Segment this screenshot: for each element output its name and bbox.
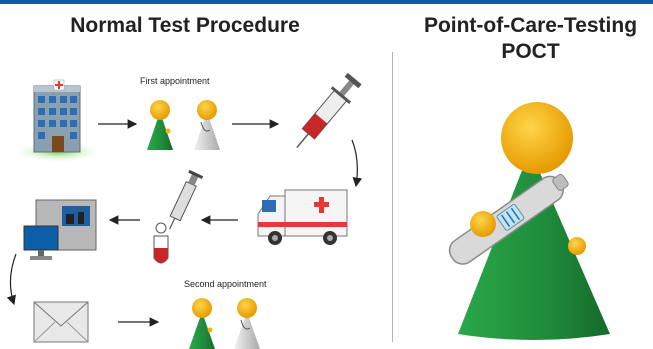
panel-divider [392, 52, 393, 342]
arrow-6 [6, 253, 17, 306]
patient-icon [189, 298, 215, 349]
poct-hand-icon [568, 237, 586, 255]
syringe-icon [296, 72, 362, 149]
blood-tube-icon [153, 169, 204, 264]
poct-title: Point-of-Care-Testing [423, 14, 638, 37]
poct-patient-icon [458, 102, 610, 340]
patient-icon [147, 100, 173, 150]
envelope-icon [33, 301, 89, 343]
normal-procedure-title: Normal Test Procedure [70, 14, 300, 37]
computer-icon [23, 199, 97, 260]
first-appointment-label: First appointment [140, 76, 210, 86]
poct-hand-icon [470, 211, 496, 237]
poct-device-icon [448, 173, 569, 265]
second-appointment-label: Second appointment [184, 279, 267, 289]
hospital-icon [12, 79, 104, 163]
doctor-icon [194, 100, 220, 150]
doctor-icon [234, 298, 260, 349]
arrow-3 [351, 139, 363, 188]
header-bar [0, 0, 653, 4]
ambulance-icon [257, 189, 348, 245]
poct-subtitle: POCT [501, 40, 560, 63]
